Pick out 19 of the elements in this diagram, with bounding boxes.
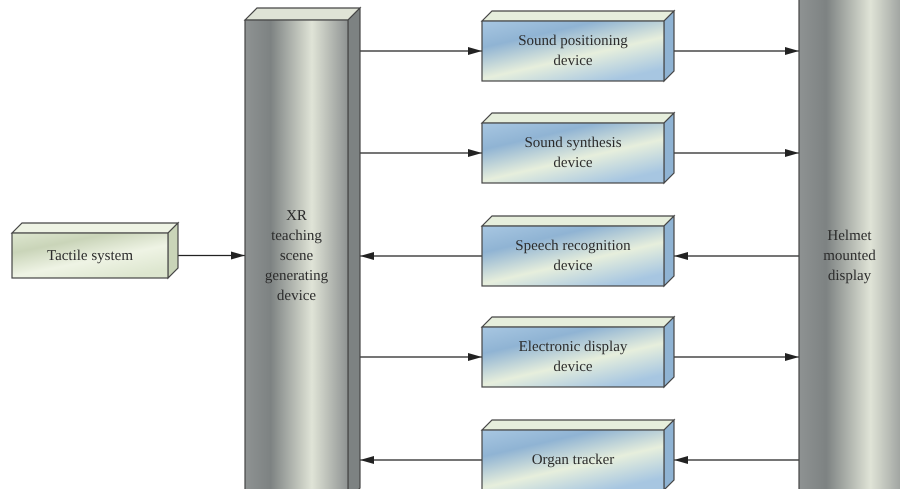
node-label: Sound positioning device [517, 32, 629, 71]
arrow [360, 47, 482, 55]
arrow [360, 353, 482, 361]
arrow [674, 252, 799, 260]
node-label: Organ tracker [532, 451, 614, 470]
arrow [674, 456, 799, 464]
arrow [360, 149, 482, 157]
node-label: XR teaching scene generating device [264, 207, 330, 306]
node-label: Electronic display device [518, 338, 628, 377]
arrow [360, 456, 482, 464]
arrow [674, 149, 799, 157]
arrow [674, 47, 799, 55]
node-label: Speech recognition device [514, 237, 632, 276]
arrow [674, 353, 799, 361]
node-label: Helmet mounted display [822, 227, 877, 286]
arrow [360, 252, 482, 260]
node-label: Sound synthesis device [523, 134, 623, 173]
arrow [178, 252, 245, 260]
node-label: Tactile system [46, 246, 133, 266]
